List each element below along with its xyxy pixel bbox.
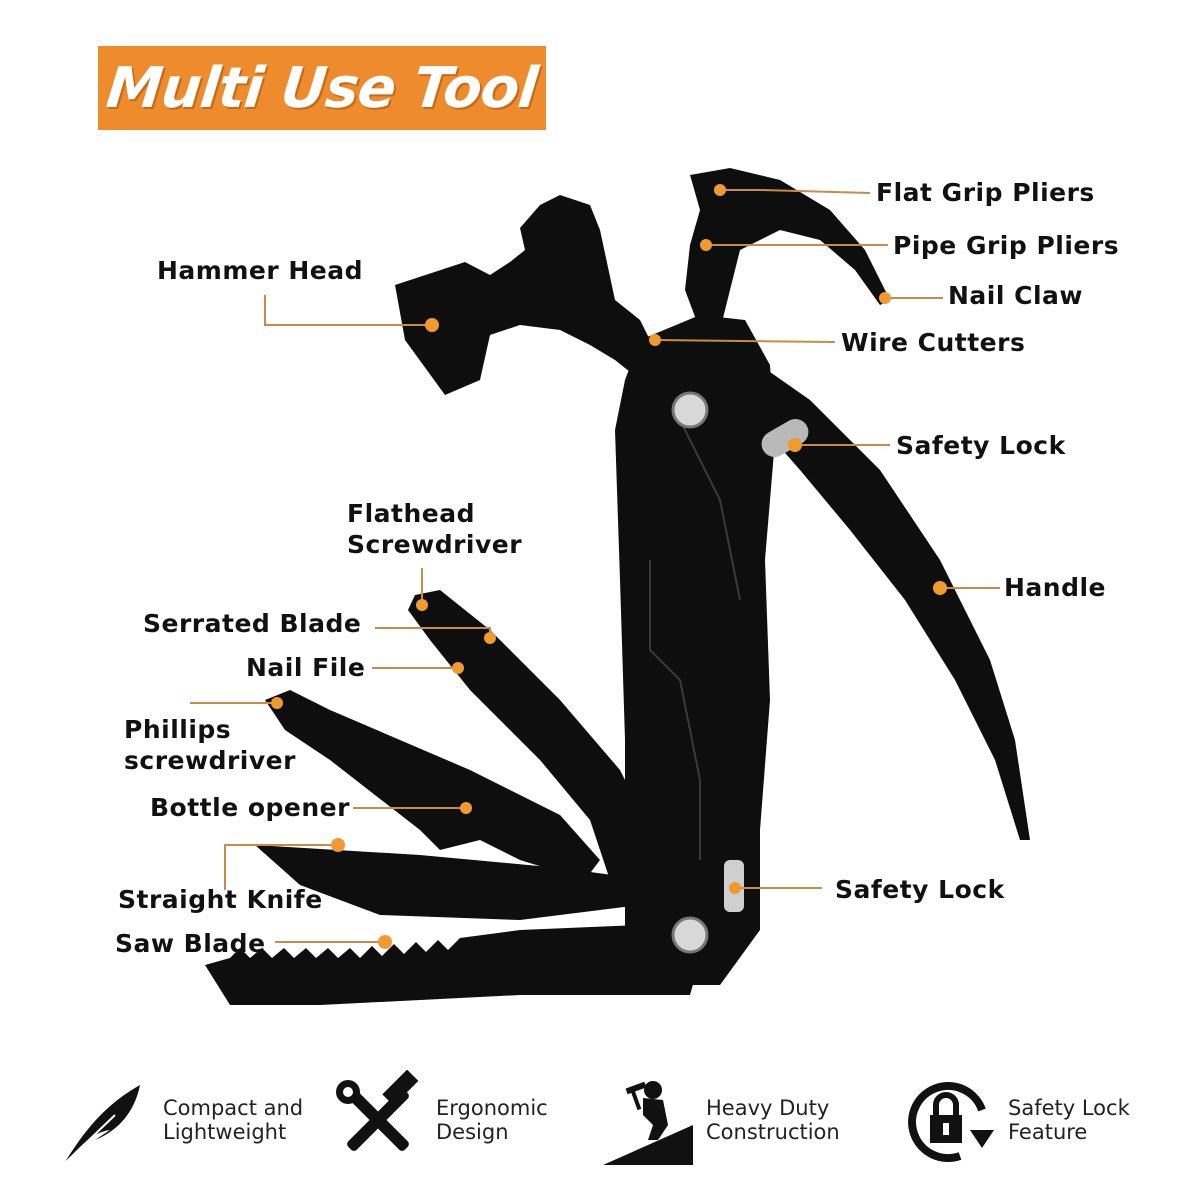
feature-ergonomic: Ergonomic Design xyxy=(328,1070,548,1170)
hammer-head-shape xyxy=(395,195,660,395)
label-safety-lock-bottom: Safety Lock xyxy=(835,875,1005,904)
label-pipe-grip-pliers: Pipe Grip Pliers xyxy=(893,231,1120,260)
feature-ergonomic-text: Ergonomic Design xyxy=(436,1096,548,1144)
phillips-screwdriver-shape xyxy=(265,690,600,880)
saw-blade-shape xyxy=(205,925,700,1005)
label-straight-knife: Straight Knife xyxy=(118,885,323,914)
label-bottle-opener: Bottle opener xyxy=(150,793,350,822)
main-handle-body xyxy=(615,315,775,985)
feature-safety-lock-text: Safety Lock Feature xyxy=(1008,1096,1130,1144)
tool-details xyxy=(649,419,741,860)
lock-rotate-icon xyxy=(908,1082,994,1162)
feature-heavy-duty: Heavy Duty Construction xyxy=(598,1070,840,1170)
label-hammer-head: Hammer Head xyxy=(157,256,364,285)
feather-icon xyxy=(62,1085,140,1166)
label-wire-cutters: Wire Cutters xyxy=(841,328,1026,357)
label-flathead-screwdriver: Flathead Screwdriver xyxy=(347,499,523,559)
feature-safety-lock: Safety Lock Feature xyxy=(900,1070,1130,1170)
feature-heavy-duty-text: Heavy Duty Construction xyxy=(706,1096,840,1144)
label-serrated-blade: Serrated Blade xyxy=(143,609,362,638)
title-banner: Multi Use Tool xyxy=(98,46,546,130)
nail-claw-shape xyxy=(685,168,890,330)
tool-body xyxy=(205,168,1030,1005)
pivot-screw-top xyxy=(671,391,709,429)
label-nail-file: Nail File xyxy=(246,653,366,682)
worker-hammering-icon xyxy=(603,1081,693,1165)
label-handle: Handle xyxy=(1004,573,1107,602)
callout-leaders xyxy=(190,189,1000,943)
hammer-wrench-icon xyxy=(336,1070,419,1151)
nail-file-shape xyxy=(408,590,650,900)
label-saw-blade: Saw Blade xyxy=(115,929,266,958)
straight-knife-shape xyxy=(255,845,650,920)
callout-dots xyxy=(271,184,947,949)
feature-compact: Compact and Lightweight xyxy=(55,1070,303,1170)
label-safety-lock-top: Safety Lock xyxy=(896,431,1066,460)
handle-spine xyxy=(760,365,1030,840)
label-flat-grip-pliers: Flat Grip Pliers xyxy=(876,178,1095,207)
feature-compact-text: Compact and Lightweight xyxy=(163,1096,304,1144)
label-nail-claw: Nail Claw xyxy=(948,281,1084,310)
pivot-screw-bottom xyxy=(671,916,709,954)
label-phillips-screwdriver: Phillips screwdriver xyxy=(124,715,296,775)
safety-lock-lever-top xyxy=(761,419,809,457)
